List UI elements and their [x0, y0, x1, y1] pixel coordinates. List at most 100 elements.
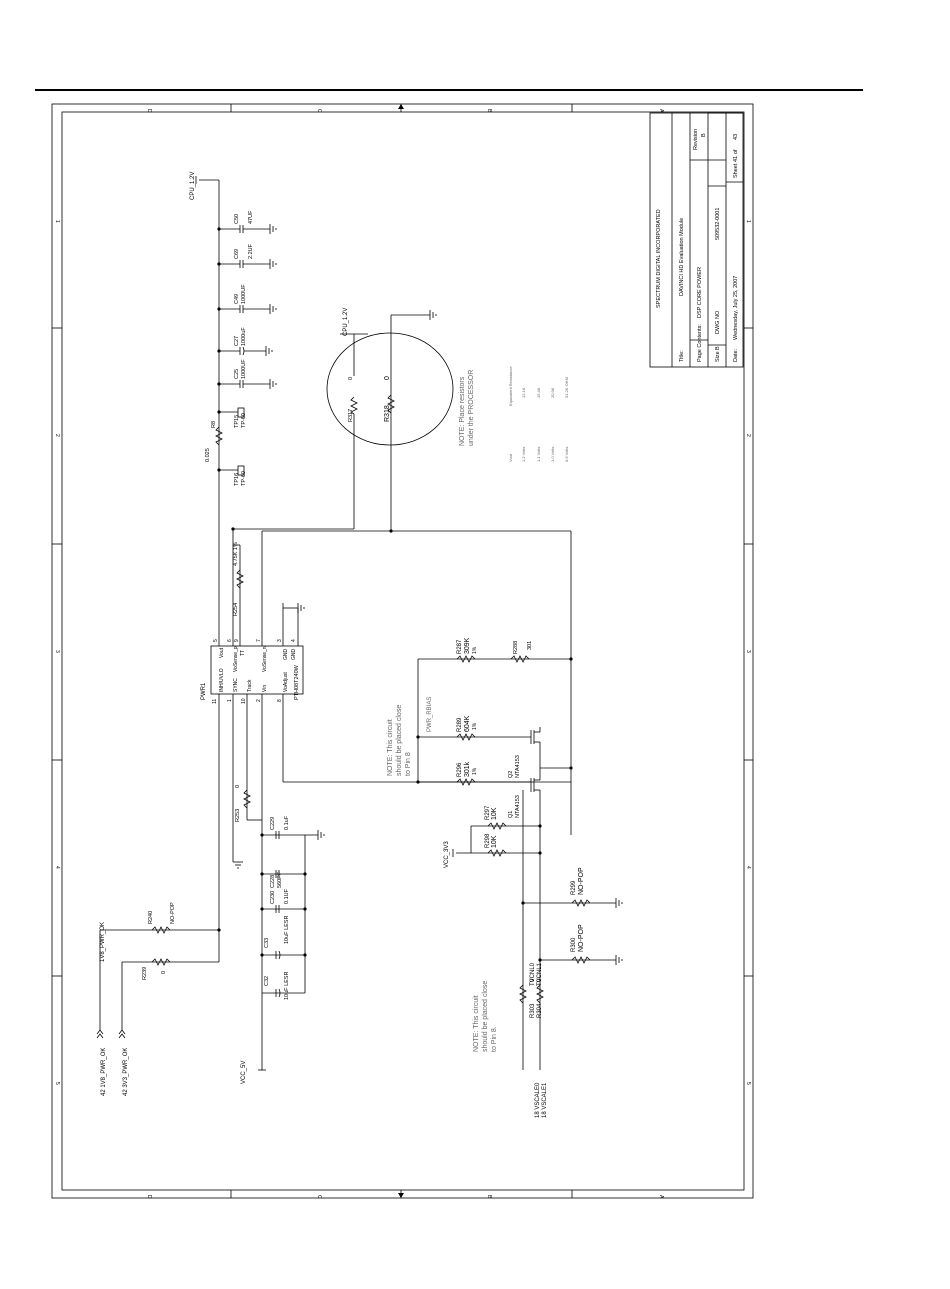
- wires: [99, 179, 616, 1070]
- size-label: Size: [715, 351, 721, 362]
- sheet-of-label: of: [733, 149, 739, 154]
- r317-value: 0: [348, 377, 354, 380]
- r299-ref: R299: [571, 880, 577, 895]
- ic-ref: PWR1: [201, 682, 207, 700]
- note-c-line-1: NOTE: This circuit: [473, 995, 480, 1052]
- r254-ref: R254: [233, 603, 239, 616]
- vout-table-row-2-vout: 1.1 Volts: [536, 447, 541, 462]
- page-contents-label: Page Contents:: [697, 324, 703, 362]
- c50-value: 47UF: [248, 210, 254, 224]
- ic-pwr1-body: [210, 645, 304, 695]
- c230-value: 0.1UF: [284, 888, 290, 904]
- title-value: DAVINCI HD Evaluation Module: [679, 218, 685, 296]
- zone-number-left-3: 3: [54, 650, 60, 653]
- r289-value: 604K: [464, 715, 471, 732]
- c33-ref: C33: [264, 938, 270, 948]
- note-c-line-2: should be placed close: [482, 981, 489, 1052]
- port-1v8-pwr-ok: 42 1V8_PWR_OK: [101, 1048, 107, 1096]
- resistor-symbols: [151, 394, 591, 1004]
- title-label: Title:: [679, 350, 685, 362]
- q1-value: NTA4153: [515, 795, 521, 818]
- note-a-line-1: NOTE: This circuit: [387, 719, 394, 776]
- r287-tolerance: 1%: [472, 646, 478, 654]
- tp15-value: TP-60: [241, 413, 247, 428]
- vout-table-row-4-vout: 0.9 Volts: [564, 447, 569, 462]
- note-c-line-3: to Pin 8.: [491, 1026, 498, 1052]
- r304-value: 0: [537, 978, 543, 982]
- c50-ref: C50: [234, 214, 240, 224]
- r296-ref: R296: [457, 762, 463, 777]
- ic-pinnum-7: 7: [256, 639, 262, 642]
- ic-pin-vin: Vin: [262, 685, 268, 692]
- r240-value: NO-POP: [170, 902, 176, 924]
- c69-value: 2.2UF: [248, 243, 254, 259]
- revision-value: B: [701, 133, 707, 137]
- ic-pinnum-3: 3: [277, 639, 283, 642]
- r298-value: 10K: [491, 835, 498, 848]
- testpoint-tp15: [237, 407, 245, 418]
- net-cpu-1v2-a: CPU_1.2V: [190, 172, 196, 200]
- ic-pin-vosense-n: VoSense_n: [262, 646, 268, 672]
- ic-pinnum-9: 9: [234, 639, 240, 642]
- zone-number-right-1: 1: [745, 220, 751, 223]
- c27-value: 1000uF: [241, 327, 247, 346]
- ic-pinnum-5: 5: [213, 639, 219, 642]
- date-label: Date:: [733, 348, 739, 362]
- r318-value: 0: [384, 376, 391, 380]
- dwg-value: 509532-0001: [715, 208, 721, 240]
- size-value: B: [715, 346, 721, 350]
- zone-number-left-1: 1: [54, 220, 60, 223]
- sheet-number: 41: [733, 156, 739, 162]
- revision-label: Revision: [693, 129, 699, 150]
- net-vcc-5v: VCC_5V: [241, 1061, 247, 1084]
- r296-value: 301k: [464, 761, 471, 777]
- zone-number-left-5: 5: [54, 1082, 60, 1085]
- r254-value: 4.75K 1%: [233, 542, 239, 566]
- zone-letter-top-c: C: [316, 109, 322, 113]
- vout-table-row-1-vout: 1.2 Volts: [521, 447, 526, 462]
- net-vcc-3v3: VCC_3V3: [444, 841, 450, 868]
- port-vscale0: 18 VSCALE0: [535, 1082, 541, 1118]
- r287-ref: R287: [457, 639, 463, 654]
- q2-ref: Q2: [508, 771, 514, 778]
- q1-ref: Q1: [508, 811, 514, 818]
- c49-ref: C49: [234, 294, 240, 304]
- zone-number-right-2: 2: [745, 434, 751, 437]
- vout-table-row-4-res: 31.2K OHM: [564, 377, 569, 398]
- r288-value: 301: [527, 641, 533, 650]
- ic-pinnum-8: 8: [277, 699, 283, 702]
- c32-ref: C32: [264, 976, 270, 986]
- net-pwr-rbias: PWR_RBIAS: [427, 697, 433, 732]
- c25-value: 1000UF: [241, 359, 247, 379]
- ic-pin-tt: TT: [240, 650, 246, 656]
- ic-pin-track: Track: [247, 679, 253, 692]
- vout-table-row-3-vout: 1.0 Volts: [550, 447, 555, 462]
- r253-value: 0: [235, 785, 241, 788]
- r304-ref: R304: [537, 1003, 543, 1018]
- ic-pin-gnd-a: GND: [283, 649, 289, 661]
- zone-number-left-4: 4: [54, 866, 60, 869]
- net-tvcnl0: TVCNL0: [530, 962, 536, 986]
- sheet-total: 43: [733, 134, 739, 140]
- r317-ref: R317: [348, 409, 354, 422]
- capacitor-symbols: [239, 225, 281, 998]
- sheet-label: Sheet: [733, 163, 739, 178]
- zone-letter-top-d: D: [146, 109, 152, 113]
- vout-table-row-3-res: 20.9K: [550, 387, 555, 398]
- r8-ref: R8: [211, 421, 217, 428]
- title-block: [649, 112, 744, 368]
- c230-ref: C230: [270, 891, 276, 904]
- ic-pinnum-11: 11: [212, 699, 218, 704]
- zone-letter-bottom-b: B: [486, 1195, 492, 1199]
- port-vscale1: 18 VSCALE1: [542, 1082, 548, 1118]
- company-name: SPECTRUM DIGITAL INCORPORATED: [656, 209, 662, 308]
- r303-value: 0: [530, 978, 536, 982]
- c228-value: 560PF: [277, 871, 283, 888]
- r288-ref: R288: [513, 641, 519, 654]
- date-value: Wednesday, July 25, 2007: [733, 276, 739, 340]
- note-b-line-2: under the PROCESSOR: [468, 370, 475, 446]
- zone-letter-top-b: B: [486, 109, 492, 113]
- zone-number-right-5: 5: [745, 1082, 751, 1085]
- zone-number-right-3: 3: [745, 650, 751, 653]
- net-cpu-1v2-b: CPU_1.2V: [343, 308, 349, 336]
